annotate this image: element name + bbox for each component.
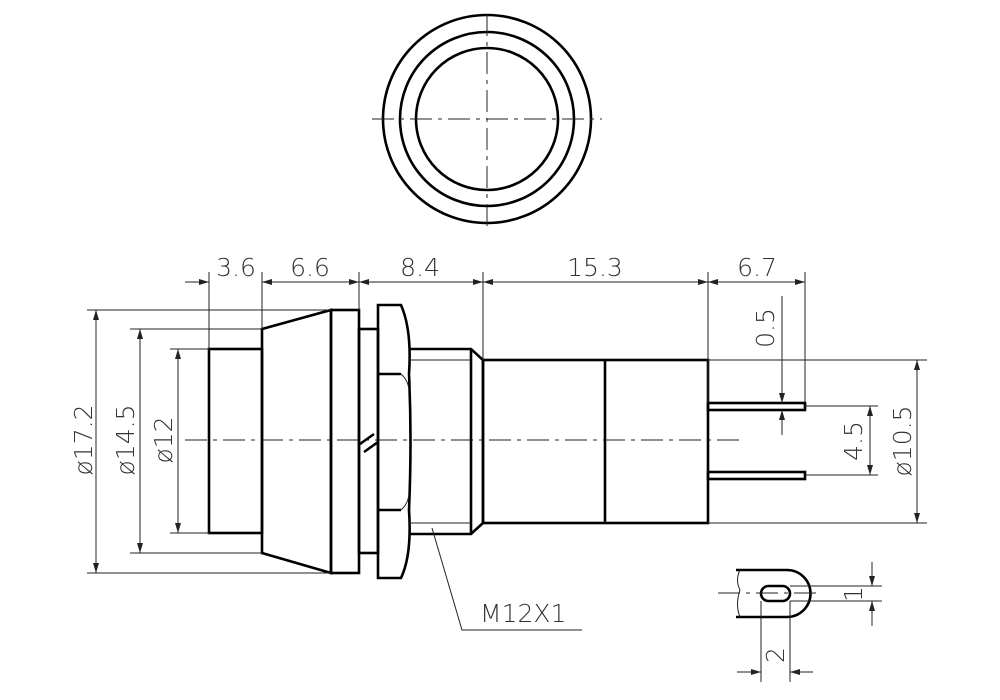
top-view (372, 13, 602, 232)
dim-cone-length: 6.6 (290, 253, 330, 282)
dim-slot-width: 2 (761, 647, 790, 663)
dim-cap-length: 3.6 (216, 253, 256, 282)
dim-thread-length: 8.4 (400, 253, 440, 282)
top-dimensions: 3.6 6.6 8.4 15.3 6.7 (185, 253, 806, 403)
body (481, 358, 710, 525)
cone (260, 308, 333, 575)
dim-cap-diameter: ø12 (149, 416, 178, 463)
side-view (185, 303, 807, 580)
pin-top (706, 401, 807, 412)
dim-cone-diameter: ø14.5 (111, 405, 140, 476)
nut (376, 303, 412, 580)
washer (357, 327, 380, 555)
dim-pin-length: 6.7 (737, 253, 777, 282)
dim-pin-spacing: 4.5 (839, 421, 868, 461)
dim-pin-thickness: 0.5 (751, 308, 780, 348)
dim-body-length: 15.3 (567, 253, 623, 282)
pin-detail: 1 2 (718, 562, 882, 682)
thread-label: M12X1 (480, 599, 566, 628)
flange (329, 308, 361, 575)
dim-body-diameter: ø10.5 (888, 406, 917, 477)
thread-callout: M12X1 (431, 527, 582, 631)
dim-flange-diameter: ø17.2 (69, 405, 98, 476)
right-dimensions: ø10.5 4.5 0.5 (708, 296, 927, 524)
cap (207, 347, 264, 535)
pin-bottom (706, 470, 807, 481)
left-dimensions: ø17.2 ø14.5 ø12 (69, 309, 331, 574)
dim-slot-height: 1 (839, 586, 868, 602)
